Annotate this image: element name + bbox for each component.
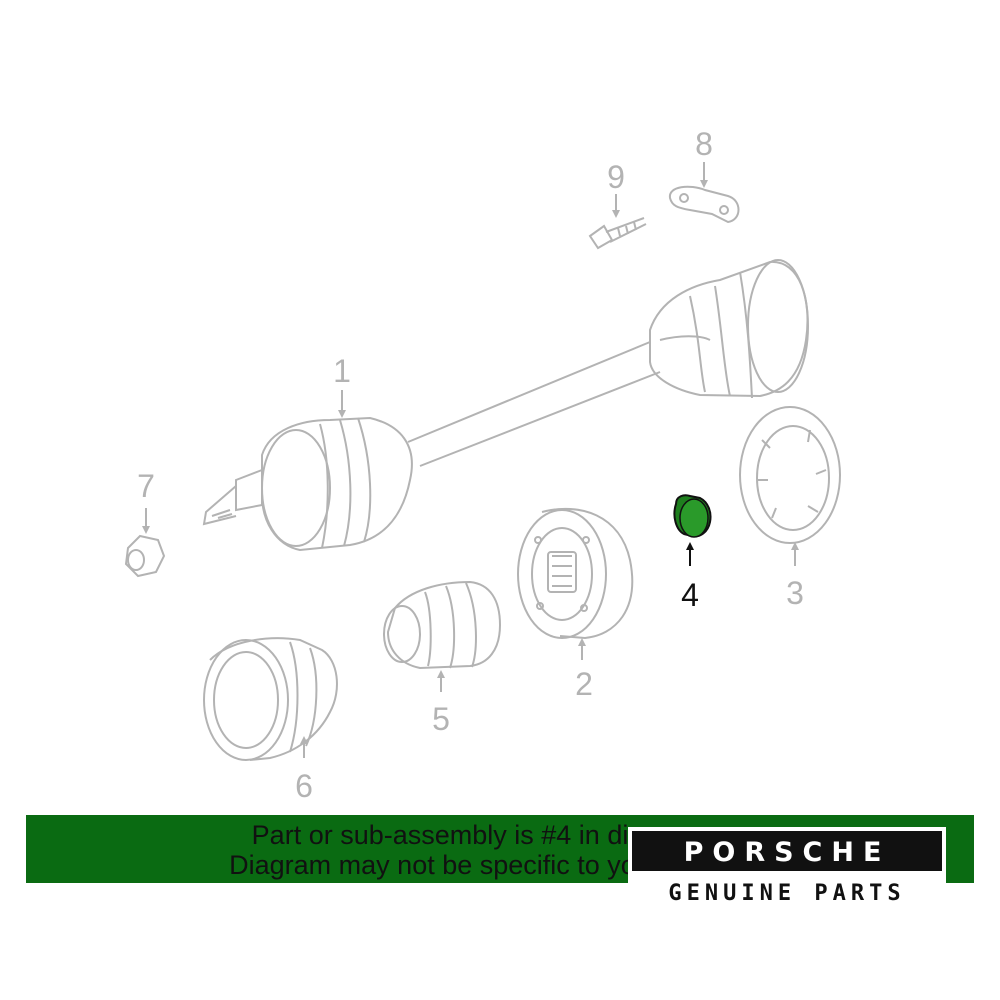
callout-3: 3 [786, 575, 804, 611]
part-7-nut [124, 508, 166, 578]
callout-8: 8 [695, 126, 713, 162]
part-4-cap-highlighted [673, 494, 712, 566]
logo-tagline: GENUINE PARTS [668, 881, 906, 906]
callout-6: 6 [295, 768, 313, 804]
callout-5: 5 [432, 701, 450, 737]
banner-line-1: Part or sub-assembly is #4 in di [251, 820, 629, 850]
part-5-boot-small [383, 580, 502, 692]
part-2-cv-joint [517, 507, 634, 660]
porsche-genuine-parts-logo: PORSCHE GENUINE PARTS [628, 827, 946, 909]
callout-4: 4 [681, 577, 699, 613]
callout-2: 2 [575, 666, 593, 702]
banner-line-2: Diagram may not be specific to you [229, 850, 651, 880]
part-1-drive-shaft [202, 259, 809, 552]
callout-7: 7 [137, 468, 155, 504]
logo-wordmark: PORSCHE [683, 837, 891, 868]
part-9-bolt [588, 194, 647, 250]
part-8-bracket [668, 162, 740, 224]
part-3-cover-plate [739, 406, 841, 566]
callout-9: 9 [607, 159, 625, 195]
part-6-boot-large [203, 637, 338, 761]
callout-1: 1 [333, 353, 351, 389]
logo-wordmark-box: PORSCHE [632, 831, 942, 871]
